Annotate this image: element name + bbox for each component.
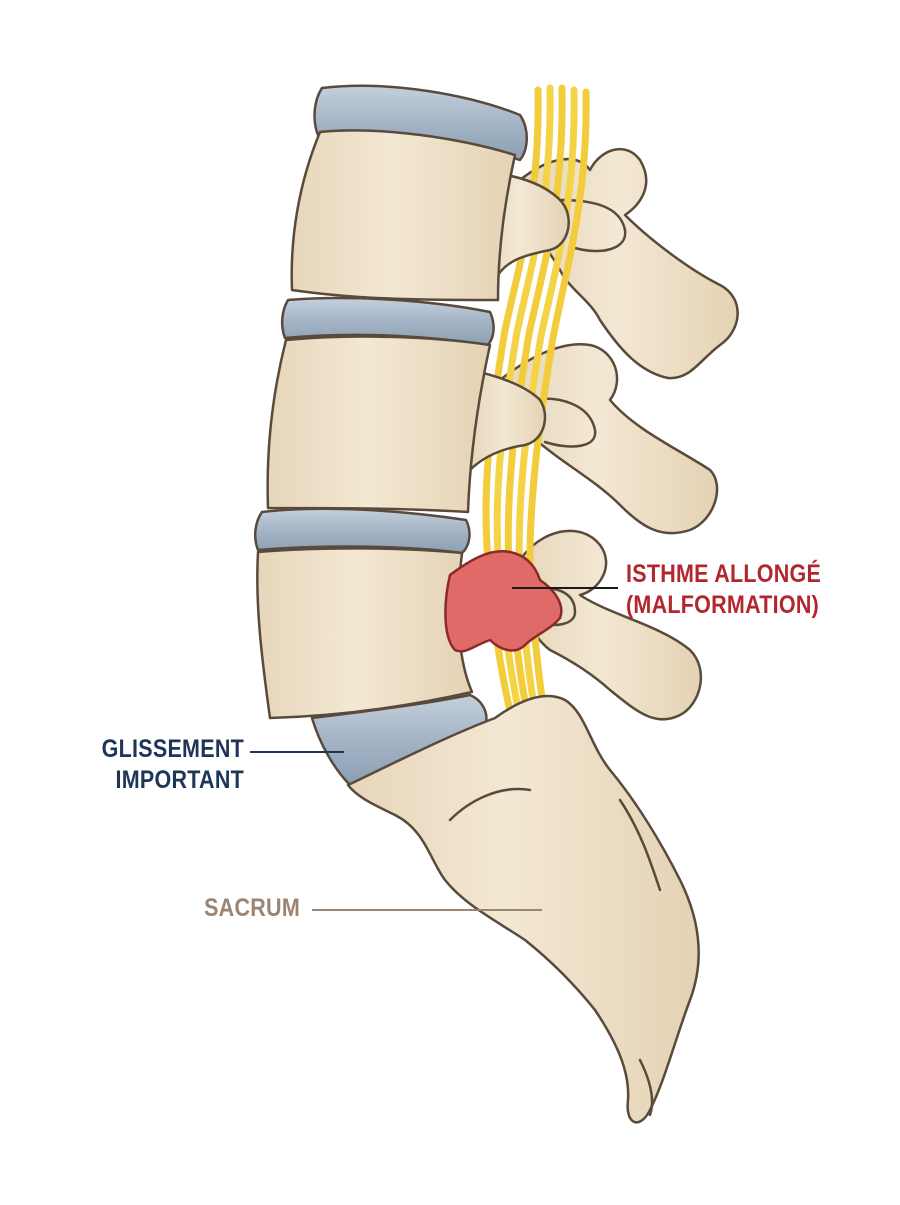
posterior-element-1 — [518, 148, 739, 380]
elongated-isthmus — [444, 549, 563, 653]
vertebral-body-2 — [266, 335, 492, 514]
label-isthme: ISTHME ALLONGÉ (MALFORMATION) — [626, 559, 821, 621]
vertebral-body-3 — [256, 547, 474, 720]
disc-3 — [253, 507, 471, 555]
label-glissement-line1: GLISSEMENT — [101, 735, 245, 763]
vertebral-body-1 — [290, 129, 517, 302]
label-isthme-line1: ISTHME ALLONGÉ — [626, 560, 822, 588]
label-sacrum: SACRUM — [171, 893, 300, 924]
label-isthme-line2: (MALFORMATION) — [626, 591, 820, 619]
sacrum-contour — [448, 787, 662, 1117]
label-glissement-line2: IMPORTANT — [115, 766, 245, 794]
posterior-element-2 — [498, 342, 719, 535]
label-sacrum-text: SACRUM — [204, 894, 300, 922]
label-glissement: GLISSEMENT IMPORTANT — [96, 734, 244, 796]
pedicle-2 — [468, 368, 547, 472]
